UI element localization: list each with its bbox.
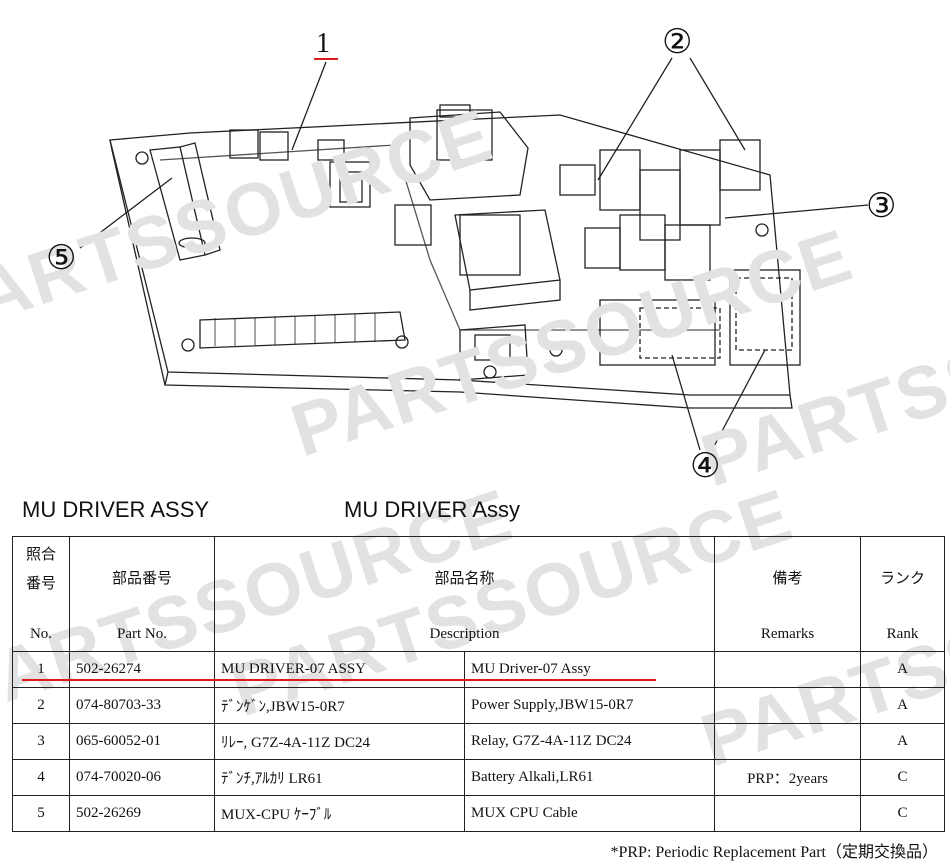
cell-desc-jp: ﾃﾞﾝﾁ,ｱﾙｶﾘ LR61	[214, 759, 465, 796]
footnote: *PRP: Periodic Replacement Part（定期交換品）	[610, 844, 938, 861]
callout-1: 1	[316, 28, 330, 59]
cell-remarks	[714, 651, 862, 688]
battery-holder	[599, 299, 716, 366]
table-row: 2 074-80703-33 ﾃﾞﾝｹﾞﾝ,JBW15-0R7 Power Su…	[12, 687, 946, 724]
header-rank-jp: ランク	[880, 571, 926, 587]
cell-part-no: 502-26269	[69, 795, 215, 832]
table-row: 4 074-70020-06 ﾃﾞﾝﾁ,ｱﾙｶﾘ LR61 Battery Al…	[12, 759, 946, 796]
table-header-row: 照合 番号 No. 部品番号 Part No. 部品名称 Description	[12, 536, 946, 652]
cell-part-no: 065-60052-01	[69, 723, 215, 760]
cell-rank: A	[860, 651, 946, 688]
cell-desc-en: MUX CPU Cable	[463, 795, 716, 832]
cell-desc-jp: MU DRIVER-07 ASSY	[214, 651, 465, 688]
leader-2a	[597, 57, 673, 181]
leader-3	[724, 204, 869, 219]
battery-holder	[729, 269, 801, 366]
cell-no: 4	[12, 759, 70, 796]
cell-desc-jp: ﾘﾚｰ, G7Z-4A-11Z DC24	[214, 723, 465, 760]
header-no: 照合 番号 No.	[12, 536, 70, 652]
header-desc-jp: 部品名称	[434, 571, 495, 587]
cell-part-no: 074-80703-33	[69, 687, 215, 724]
connector	[229, 129, 259, 159]
power-supply-lower	[454, 209, 561, 291]
header-part: 部品番号 Part No.	[69, 536, 215, 652]
leader-4a	[671, 354, 701, 451]
cell-desc-en: MU Driver-07 Assy	[463, 651, 716, 688]
header-part-en: Part No.	[117, 626, 167, 642]
callout-4: ④	[690, 448, 721, 485]
cell-desc-en: Relay, G7Z-4A-11Z DC24	[463, 723, 716, 760]
cell-no: 3	[12, 723, 70, 760]
connector	[329, 161, 371, 208]
callout-1-underline	[314, 58, 338, 60]
cell-part-no: 502-26274	[69, 651, 215, 688]
header-rank: ランク Rank	[860, 536, 946, 652]
cell-remarks	[714, 795, 862, 832]
cell-remarks	[714, 687, 862, 724]
cell-no: 5	[12, 795, 70, 832]
header-description: 部品名称 Description	[213, 536, 716, 652]
cell-desc-jp: ﾃﾞﾝｹﾞﾝ,JBW15-0R7	[214, 687, 465, 724]
callout-3: ③	[866, 188, 897, 225]
power-supply-upper	[409, 111, 529, 201]
screw	[181, 338, 195, 352]
leader-2b	[689, 57, 746, 151]
connector-row	[199, 311, 406, 349]
page-title-left: MU DRIVER ASSY	[22, 497, 210, 522]
cell-desc-en: Power Supply,JBW15-0R7	[463, 687, 716, 724]
relay	[599, 149, 641, 211]
connector	[394, 204, 432, 246]
assembly-diagram	[79, 57, 869, 451]
cell-remarks	[714, 723, 862, 760]
header-remarks-en: Remarks	[760, 626, 815, 642]
header-no-jp-2: 番号	[25, 576, 56, 592]
cell-desc-en: Battery Alkali,LR61	[463, 759, 716, 796]
screw	[483, 365, 497, 379]
cell-rank: C	[860, 759, 946, 796]
cell-desc-jp: MUX-CPU ｹｰﾌﾞﾙ	[214, 795, 465, 832]
table-row: 1 502-26274 MU DRIVER-07 ASSY MU Driver-…	[12, 651, 946, 688]
screw	[549, 343, 563, 357]
base-plate-edge	[164, 371, 793, 409]
screw	[755, 223, 769, 237]
callout-5: ⑤	[46, 240, 77, 277]
header-desc-en: Description	[429, 626, 500, 642]
header-remarks-jp: 備考	[772, 571, 803, 587]
cell-rank: C	[860, 795, 946, 832]
cell-remarks: PRP：2years	[714, 759, 862, 796]
header-rank-en: Rank	[886, 626, 919, 642]
screw	[135, 151, 149, 165]
table-row: 3 065-60052-01 ﾘﾚｰ, G7Z-4A-11Z DC24 Rela…	[12, 723, 946, 760]
header-no-jp-1: 照合	[25, 547, 56, 563]
cell-no: 1	[12, 651, 70, 688]
page-title-right: MU DRIVER Assy	[344, 497, 521, 522]
screw	[395, 335, 409, 349]
table-row: 5 502-26269 MUX-CPU ｹｰﾌﾞﾙ MUX CPU Cable …	[12, 795, 946, 832]
row-1-highlight-underline	[22, 679, 656, 681]
header-remarks: 備考 Remarks	[714, 536, 862, 652]
callout-2: ②	[662, 24, 693, 61]
leader-5	[79, 177, 173, 249]
header-part-jp: 部品番号	[111, 571, 172, 587]
header-no-en: No.	[29, 626, 53, 642]
cable-bracket	[149, 146, 206, 261]
cell-no: 2	[12, 687, 70, 724]
cell-part-no: 074-70020-06	[69, 759, 215, 796]
cell-rank: A	[860, 687, 946, 724]
cell-rank: A	[860, 723, 946, 760]
leader-4b	[711, 349, 766, 451]
leader-1	[291, 61, 327, 151]
parts-table: 照合 番号 No. 部品番号 Part No. 部品名称 Description	[12, 536, 946, 832]
